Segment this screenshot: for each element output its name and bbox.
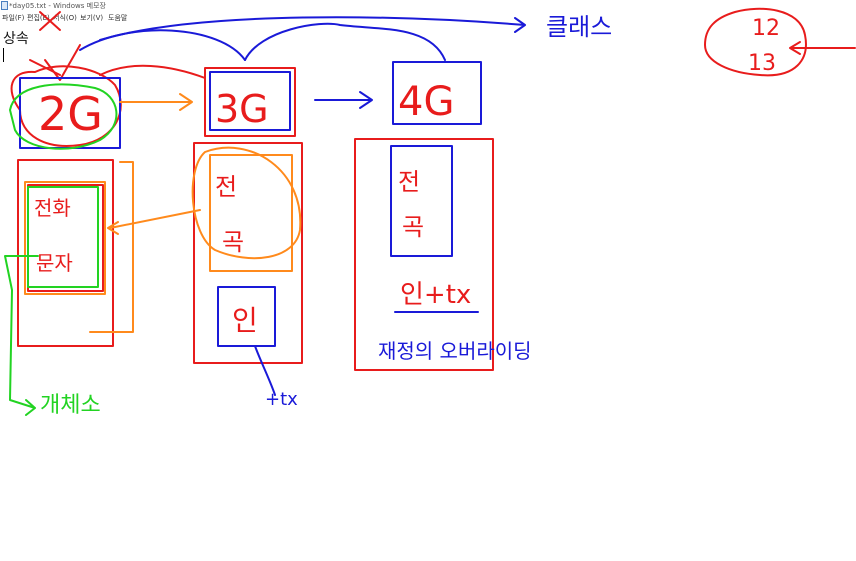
label-3g-camera: 전	[215, 173, 237, 201]
label-3g-internet: 인	[232, 304, 258, 337]
arrow-internet-tx	[254, 345, 276, 396]
orange-ink	[24, 93, 302, 333]
green-arrow	[4, 255, 39, 416]
title-bar: *day05.txt - Windows 메모장	[0, 0, 856, 11]
arrow-to-class	[99, 16, 526, 41]
box-4g-features	[354, 138, 494, 371]
label-green: 개체소	[40, 393, 101, 418]
arrow-3g-4g	[314, 91, 373, 109]
orange-box-2g	[24, 181, 106, 295]
label-calls-line2: 문자	[36, 251, 73, 275]
menu-bar: 파일(F) 편집(E) 서식(O) 보기(V) 도움말	[0, 12, 856, 23]
label-class: 클래스	[546, 13, 612, 41]
label-4g-internet: 인+tx	[400, 280, 471, 310]
text-editor[interactable]: 상속	[0, 24, 856, 561]
green-circle-2g	[9, 83, 118, 150]
menu-file[interactable]: 파일(F)	[2, 14, 25, 22]
arrow-3g-2g	[107, 209, 201, 235]
editor-line: 상속	[3, 31, 29, 47]
red-ink	[10, 7, 856, 371]
note-circle	[704, 7, 807, 77]
label-3g-music: 곡	[222, 228, 244, 256]
green-box-2g	[27, 186, 99, 288]
menu-help[interactable]: 도움말	[108, 14, 128, 22]
box-3g-title	[204, 67, 296, 137]
blue-arc-2	[244, 22, 446, 61]
blue-arc-1	[79, 29, 246, 61]
menu-edit[interactable]: 편집(E)	[27, 14, 50, 22]
label-4g-camera: 전	[398, 168, 420, 196]
box-3g-inner	[209, 71, 291, 131]
label-4g: 4G	[398, 79, 454, 125]
menu-view[interactable]: 보기(V)	[80, 14, 104, 22]
label-2g: 2G	[38, 87, 103, 141]
label-override: 재정의 오버라이딩	[378, 339, 532, 363]
box-3g-features	[193, 142, 303, 364]
blue-ink	[19, 16, 526, 396]
label-plus-tx: +tx	[265, 389, 298, 410]
notepad-icon	[1, 1, 8, 10]
label-calls-line1: 전화	[34, 196, 71, 220]
box-4g-inner	[390, 145, 453, 257]
red-stroke	[29, 59, 61, 76]
window-title: *day05.txt - Windows 메모장	[9, 2, 106, 10]
green-ink	[4, 83, 118, 416]
red-arrow-up	[44, 44, 81, 81]
box-4g-title	[392, 61, 482, 125]
label-3g: 3G	[215, 87, 269, 131]
text-caret	[3, 48, 4, 62]
circle-2g	[10, 65, 122, 147]
note-number-top: 12	[752, 16, 780, 41]
red-x-mark	[39, 11, 61, 31]
orange-bracket	[89, 161, 134, 333]
note-number-bottom: 13	[748, 51, 776, 76]
arrow-2g-3g	[119, 93, 193, 111]
menu-format[interactable]: 서식(O)	[53, 14, 77, 22]
curve-2g-3g	[99, 64, 206, 79]
orange-box-3g	[209, 154, 293, 272]
note-arrow	[789, 41, 856, 55]
box-3g-internet	[217, 286, 276, 347]
box-2g-features	[17, 159, 114, 347]
orange-circle-3g	[191, 146, 302, 260]
label-4g-music: 곡	[402, 213, 424, 241]
